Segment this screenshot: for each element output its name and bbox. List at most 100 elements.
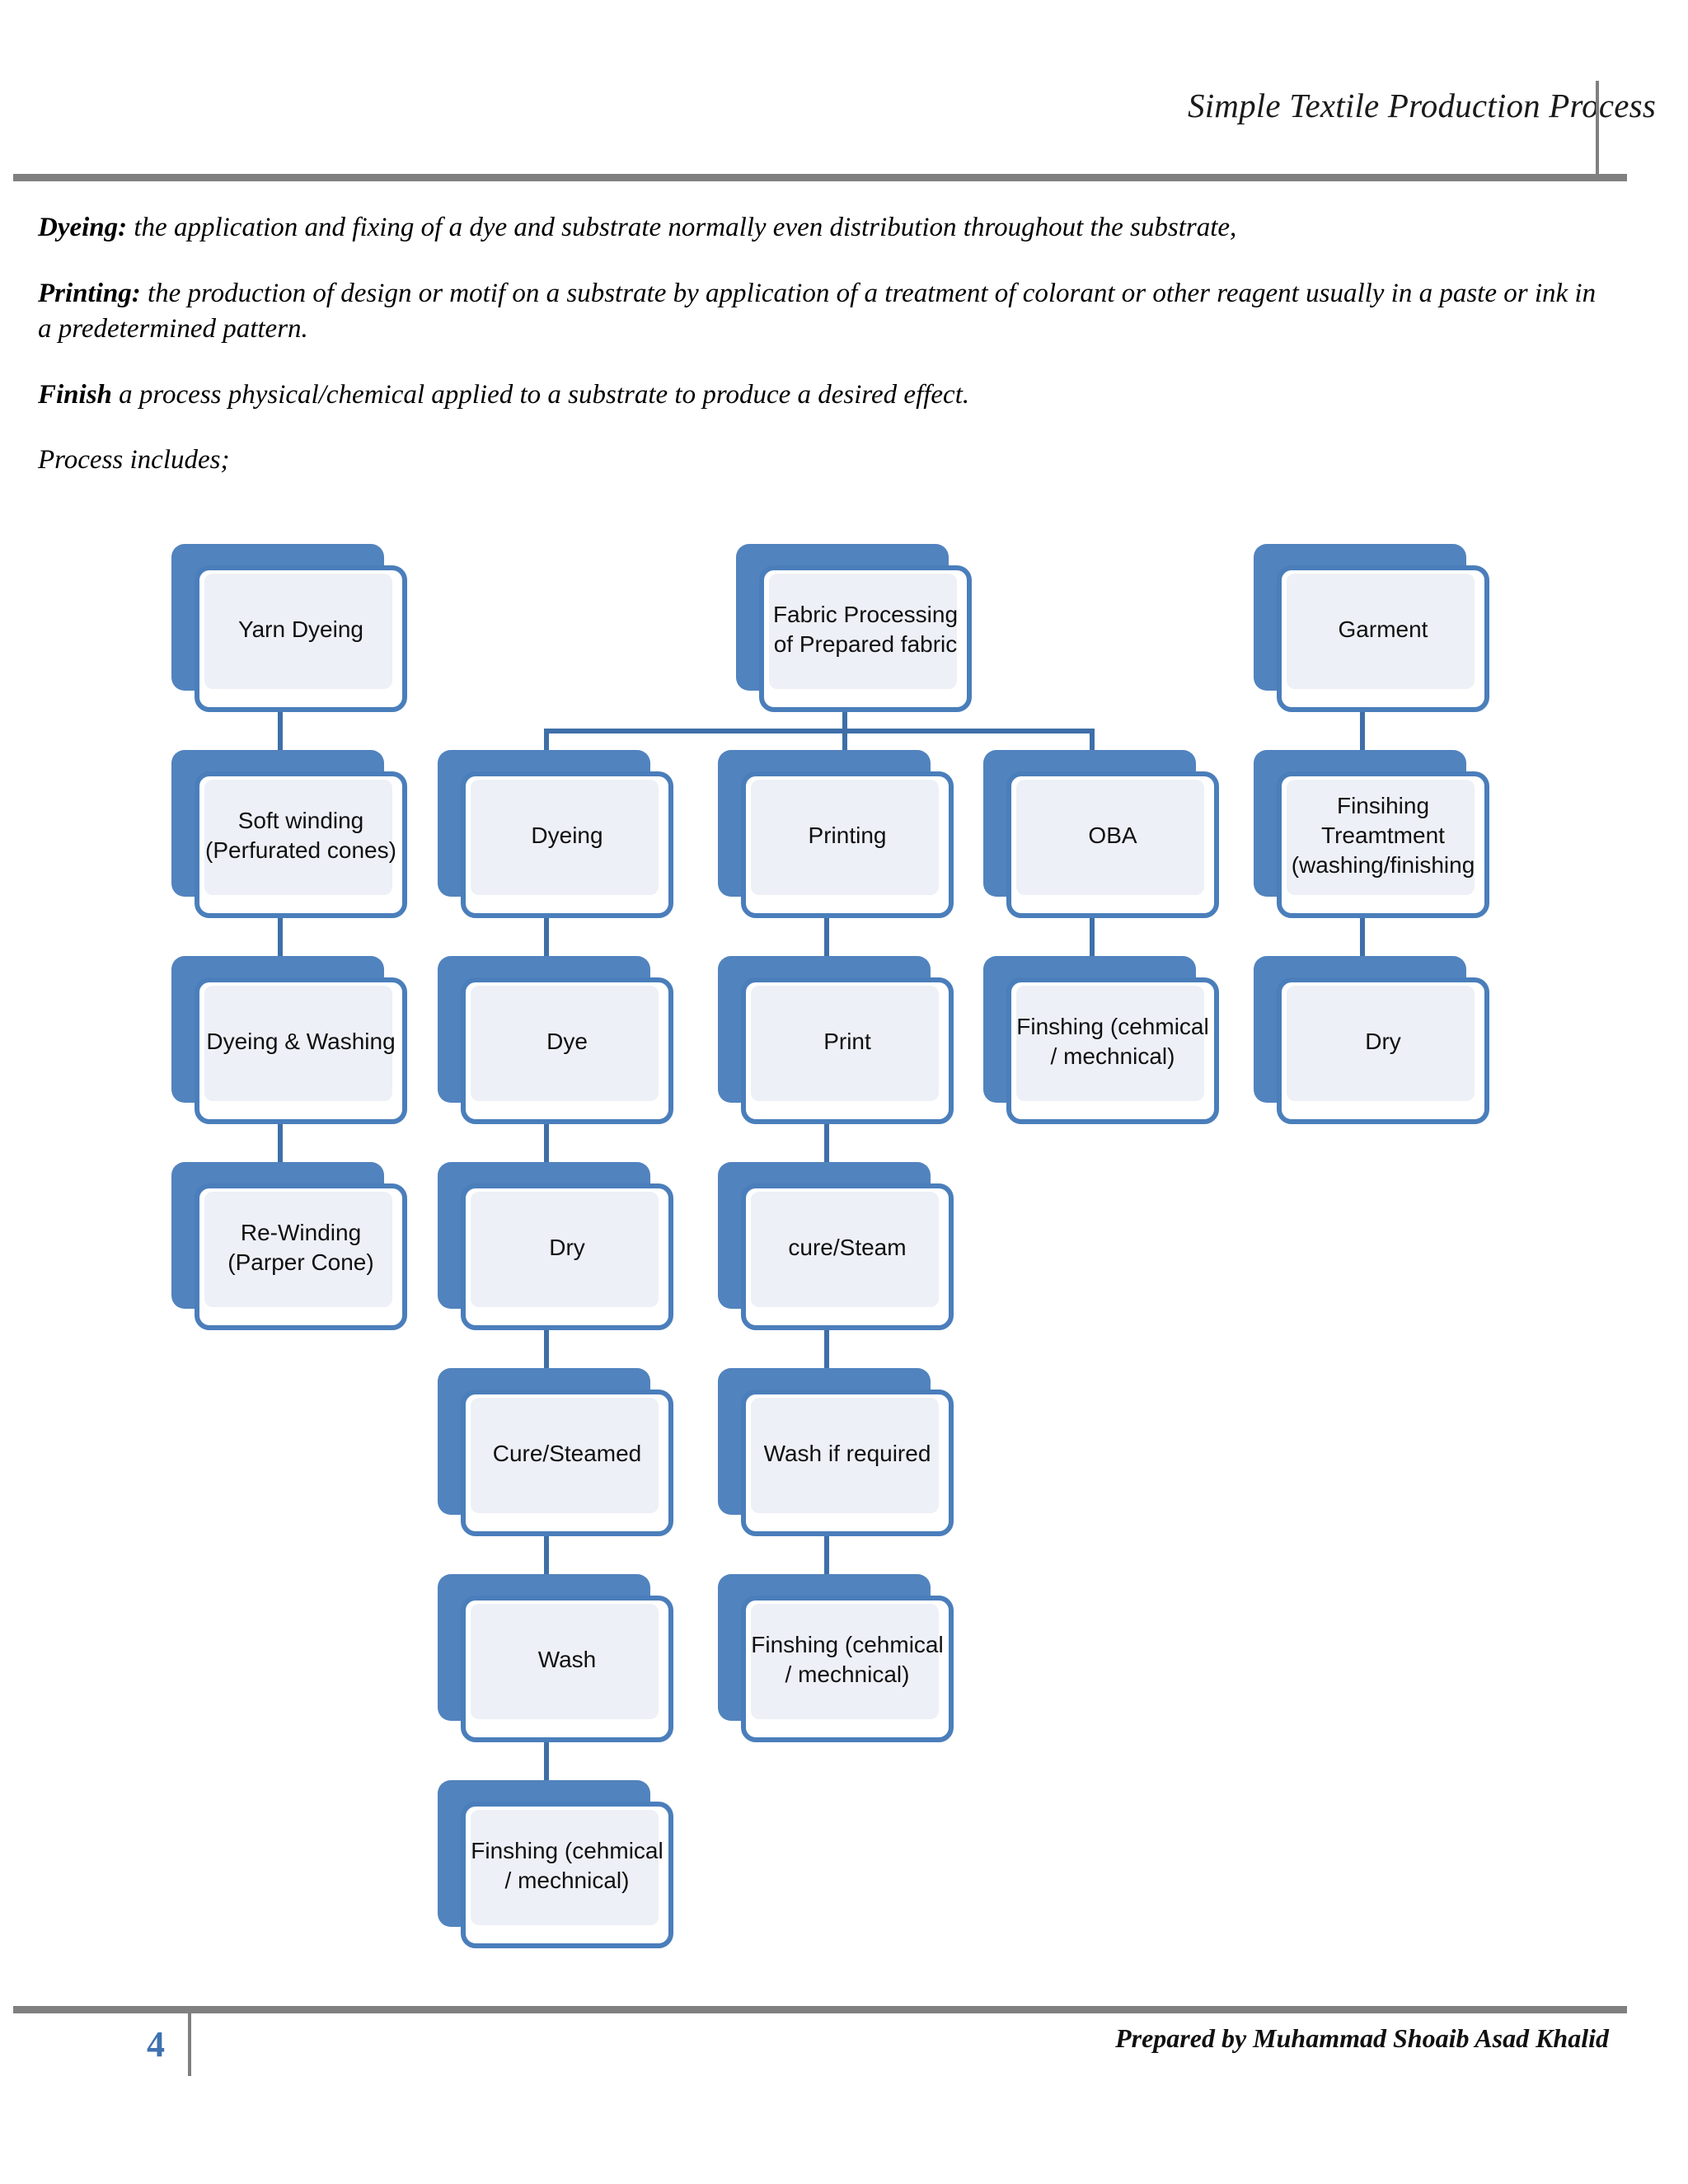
node-card: Garment (1277, 565, 1489, 712)
connector-bus-to-printing (842, 729, 847, 753)
connector-softwinding-to-dyeingwashing (278, 908, 283, 959)
header-title: Simple Textile Production Process (1188, 87, 1656, 124)
node-oba[interactable]: OBA (983, 750, 1219, 918)
node-label: Yarn Dyeing (237, 616, 363, 643)
node-card: Finshing (cehmical / mechnical) (461, 1802, 673, 1948)
paragraph-finish-lead: Finish (38, 379, 112, 410)
node-inner-panel (1016, 986, 1204, 1101)
connector-print-to-curesteam (824, 1114, 829, 1165)
node-cure-steam[interactable]: cure/Steam (718, 1162, 954, 1330)
node-finshing-dyeing[interactable]: Finshing (cehmical / mechnical) (438, 1780, 673, 1948)
node-label: Print (823, 1029, 871, 1055)
node-card: Print (741, 977, 954, 1124)
node-label: Dyeing (531, 823, 603, 849)
node-dry-dyeing[interactable]: Dry (438, 1162, 673, 1330)
connector-oba-to-finshing (1090, 908, 1095, 959)
node-card: Dye (461, 977, 673, 1124)
node-finsihing-treamtment[interactable]: Finsihing Treamtment (washing/finishing (1254, 750, 1489, 918)
node-printing[interactable]: Printing (718, 750, 954, 918)
connector-curesteam-to-washifrequired (824, 1320, 829, 1371)
node-label: Finshing (cehmical / mechnical) (1016, 1014, 1209, 1069)
node-label: Dry (1365, 1029, 1401, 1055)
connector-yarn-to-softwinding (278, 702, 283, 753)
node-card: Fabric Processing of Prepared fabric (759, 565, 972, 712)
paragraph-finish: Finish a process physical/chemical appli… (38, 377, 1608, 414)
node-inner-panel (204, 574, 392, 689)
node-print[interactable]: Print (718, 956, 954, 1124)
node-finshing-oba[interactable]: Finshing (cehmical / mechnical) (983, 956, 1219, 1124)
connector-dyeingwashing-to-rewinding (278, 1114, 283, 1165)
node-card: OBA (1006, 771, 1219, 918)
node-inner-panel (471, 780, 659, 895)
node-inner-panel (471, 1604, 659, 1719)
node-card: Dyeing (461, 771, 673, 918)
node-cure-steamed[interactable]: Cure/Steamed (438, 1368, 673, 1536)
paragraph-printing-lead: Printing: (38, 278, 141, 308)
paragraph-finish-text: a process physical/chemical applied to a… (111, 379, 970, 410)
node-label: Finsihing Treamtment (washing/finishing (1291, 793, 1475, 878)
node-label: Printing (808, 823, 887, 849)
node-finshing-print[interactable]: Finshing (cehmical / mechnical) (718, 1574, 954, 1742)
node-dry-garment[interactable]: Dry (1254, 956, 1489, 1124)
connector-bus-to-oba (1090, 729, 1095, 753)
connector-bus-to-dyeing (544, 729, 549, 753)
node-inner-panel (769, 574, 957, 689)
node-garment[interactable]: Garment (1254, 544, 1489, 712)
connector-dyeing-to-dye (544, 908, 549, 959)
node-card: Printing (741, 771, 954, 918)
paragraph-printing-text: the production of design or motif on a s… (38, 278, 1597, 344)
node-fabric-processing[interactable]: Fabric Processing of Prepared fabric (736, 544, 972, 712)
connector-finishing-to-dry (1360, 908, 1365, 959)
node-label: Cure/Steamed (492, 1441, 642, 1467)
node-label: Re-Winding (Parper Cone) (227, 1220, 374, 1275)
node-yarn-dyeing[interactable]: Yarn Dyeing (171, 544, 407, 712)
footer-credit: Prepared by Muhammad Shoaib Asad Khalid (1115, 2023, 1609, 2053)
node-inner-panel (471, 986, 659, 1101)
paragraph-dyeing: Dyeing: the application and fixing of a … (38, 210, 1608, 246)
connector-curesteamed-to-wash (544, 1526, 549, 1577)
node-card: Yarn Dyeing (195, 565, 407, 712)
node-card: Cure/Steamed (461, 1390, 673, 1536)
node-dye[interactable]: Dye (438, 956, 673, 1124)
connector-fabric-stem (842, 702, 847, 733)
node-inner-panel (1287, 780, 1475, 895)
node-label: Wash if required (763, 1441, 931, 1467)
node-label: Dyeing & Washing (206, 1029, 396, 1055)
node-label: OBA (1088, 823, 1137, 849)
node-card: Re-Winding (Parper Cone) (195, 1183, 407, 1330)
node-card: Dry (461, 1183, 673, 1330)
node-card: Wash if required (741, 1390, 954, 1536)
page-number: 4 (147, 2024, 165, 2064)
connector-wash-to-finshing (544, 1732, 549, 1783)
page-header: Simple Textile Production Process (0, 0, 1688, 185)
node-inner-panel (751, 1192, 939, 1307)
node-card: cure/Steam (741, 1183, 954, 1330)
node-wash-if-required[interactable]: Wash if required (718, 1368, 954, 1536)
connector-washifrequired-to-finshing (824, 1526, 829, 1577)
node-inner-panel (204, 780, 392, 895)
node-inner-panel (751, 780, 939, 895)
node-inner-panel (1016, 780, 1204, 895)
connector-garment-to-finishing (1360, 702, 1365, 753)
body-text-block: Dyeing: the application and fixing of a … (38, 210, 1608, 504)
footer-horizontal-rule (13, 2006, 1627, 2013)
connector-fabric-bus (544, 729, 1095, 733)
paragraph-dyeing-lead: Dyeing: (38, 213, 128, 242)
connector-printing-to-print (824, 908, 829, 959)
footer-vertical-divider (188, 2013, 191, 2076)
node-card: Dry (1277, 977, 1489, 1124)
header-vertical-bar (1596, 81, 1599, 178)
node-label: Fabric Processing of Prepared fabric (772, 602, 959, 657)
node-re-winding[interactable]: Re-Winding (Parper Cone) (171, 1162, 407, 1330)
node-inner-panel (204, 986, 392, 1101)
node-dyeing[interactable]: Dyeing (438, 750, 673, 918)
node-card: Soft winding (Perfurated cones) (195, 771, 407, 918)
paragraph-process-includes: Process includes; (38, 443, 1608, 479)
node-dyeing-and-washing[interactable]: Dyeing & Washing (171, 956, 407, 1124)
node-soft-winding[interactable]: Soft winding (Perfurated cones) (171, 750, 407, 918)
node-label: Wash (537, 1647, 597, 1673)
node-inner-panel (1287, 986, 1475, 1101)
node-card: Finshing (cehmical / mechnical) (741, 1596, 954, 1742)
node-wash[interactable]: Wash (438, 1574, 673, 1742)
